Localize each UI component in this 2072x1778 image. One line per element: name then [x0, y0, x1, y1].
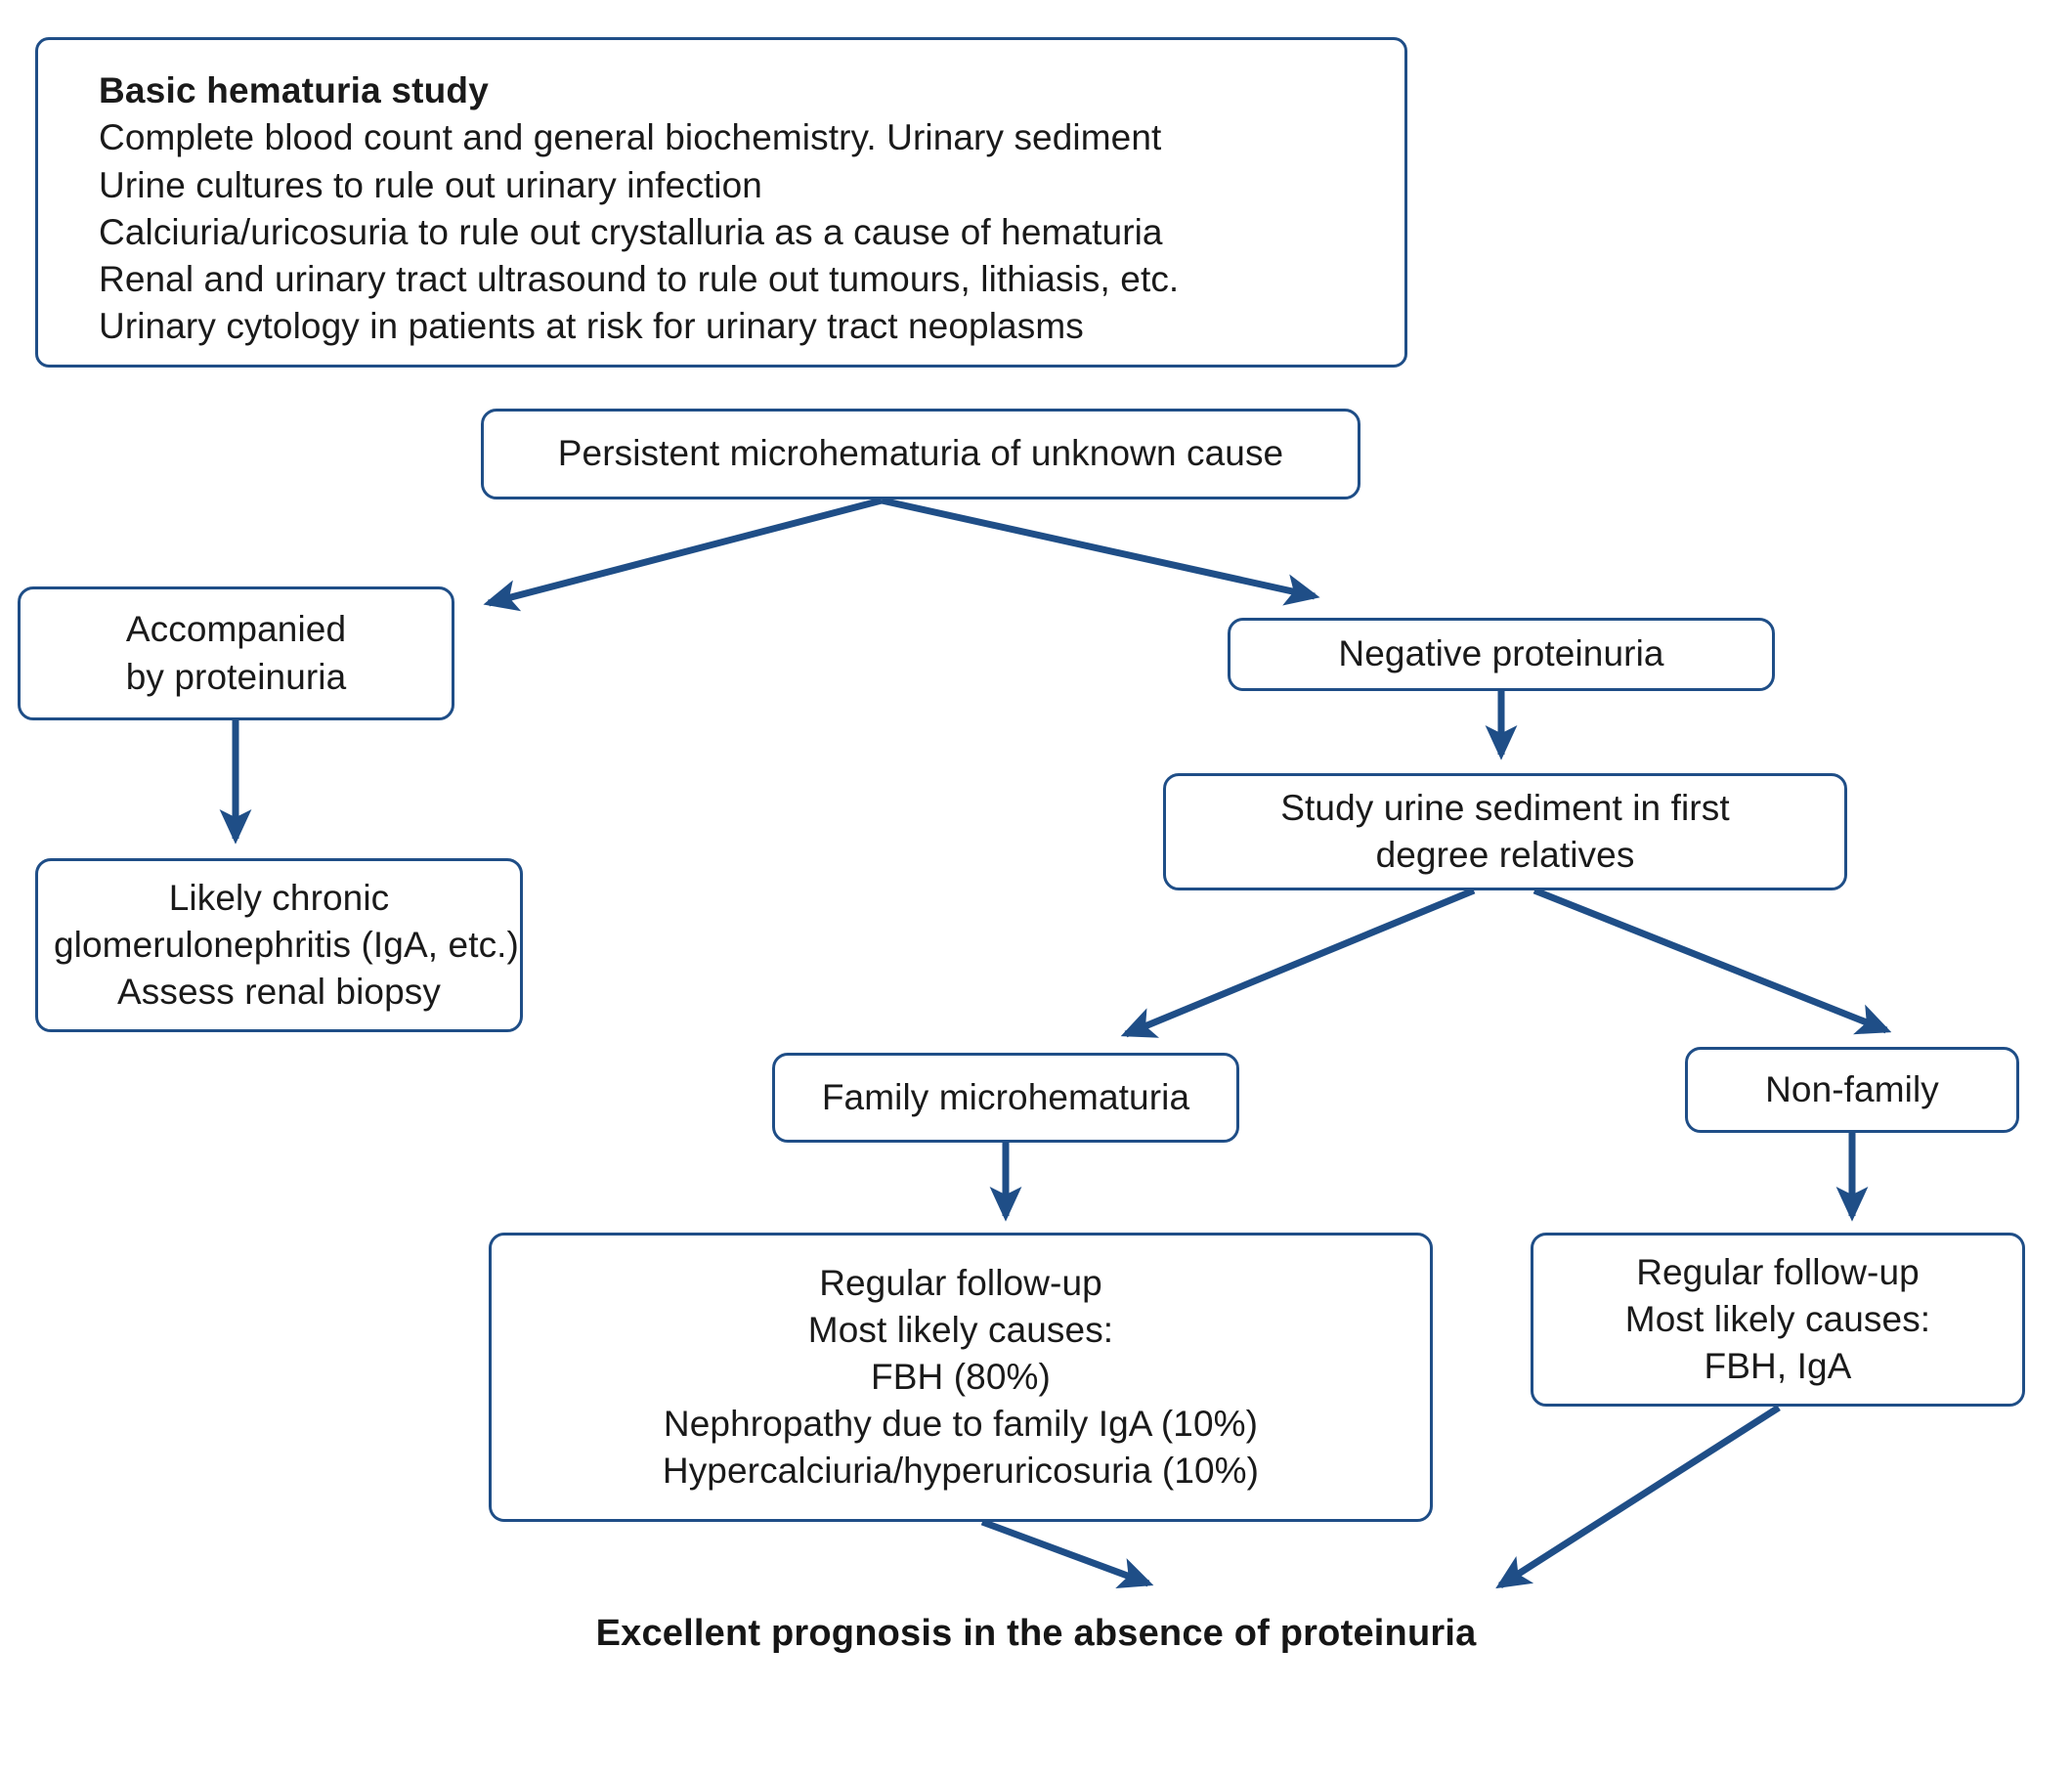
node-accompanied-line-2: by proteinuria [125, 656, 347, 697]
node-followup-left-line-4: Nephropathy due to family IgA (10%) [663, 1404, 1259, 1445]
node-regular-followup-family: Regular follow-up Most likely causes: FB… [489, 1233, 1433, 1522]
node-likely-chronic-line-1: Likely chronic [168, 877, 390, 918]
node-accompanied-line-1: Accompanied [125, 609, 347, 650]
node-study-sediment-line-2: degree relatives [1375, 835, 1635, 875]
edge-persistent-to-negative [881, 497, 1320, 606]
basic-hematuria-study-panel: Basic hematuria study Complete blood cou… [35, 37, 1407, 368]
node-negative-proteinuria: Negative proteinuria [1228, 618, 1775, 691]
node-followup-right-line-3: FBH, IgA [1704, 1346, 1852, 1387]
edge-followup-left-to-prognosis [980, 1518, 1154, 1588]
node-followup-right-line-1: Regular follow-up [1636, 1251, 1920, 1292]
study-panel-line-2: Urine cultures to rule out urinary infec… [99, 164, 762, 205]
node-persistent-microhematuria: Persistent microhematuria of unknown cau… [481, 409, 1360, 499]
node-followup-left-line-5: Hypercalciuria/hyperuricosuria (10%) [662, 1451, 1260, 1492]
edge-study-sediment-to-nonfamily [1532, 887, 1892, 1035]
node-persistent-line-1: Persistent microhematuria of unknown cau… [557, 433, 1284, 474]
edge-persistent-to-accompanied [483, 497, 883, 612]
study-panel-line-4: Renal and urinary tract ultrasound to ru… [99, 259, 1180, 300]
node-followup-left-line-2: Most likely causes: [807, 1309, 1114, 1350]
node-regular-followup-nonfamily: Regular follow-up Most likely causes: FB… [1531, 1233, 2025, 1407]
study-panel-title: Basic hematuria study [99, 70, 490, 110]
node-study-sediment-line-1: Study urine sediment in first [1280, 787, 1730, 828]
node-followup-right-line-2: Most likely causes: [1624, 1298, 1931, 1339]
node-study-urine-sediment: Study urine sediment in first degree rel… [1163, 773, 1847, 890]
node-likely-chronic-line-3: Assess renal biopsy [117, 972, 441, 1013]
node-non-family: Non-family [1685, 1047, 2019, 1133]
node-accompanied-by-proteinuria: Accompanied by proteinuria [18, 586, 454, 720]
node-likely-chronic-glomerulonephritis: Likely chronic glomerulonephritis (IgA, … [35, 858, 523, 1032]
study-panel-line-3: Calciuria/uricosuria to rule out crystal… [99, 211, 1163, 252]
prognosis-statement: Excellent prognosis in the absence of pr… [595, 1613, 1477, 1654]
node-family-line-1: Family microhematuria [821, 1076, 1190, 1117]
edge-study-sediment-to-family [1120, 887, 1476, 1038]
node-followup-left-line-1: Regular follow-up [819, 1262, 1102, 1303]
node-followup-left-line-3: FBH (80%) [871, 1356, 1051, 1397]
study-panel-line-1: Complete blood count and general biochem… [99, 117, 1162, 158]
node-family-microhematuria: Family microhematuria [772, 1053, 1239, 1143]
edge-followup-right-to-prognosis [1495, 1405, 1781, 1589]
study-panel-line-5: Urinary cytology in patients at risk for… [99, 306, 1084, 347]
node-negative-line-1: Negative proteinuria [1338, 633, 1664, 674]
node-likely-chronic-line-2: glomerulonephritis (IgA, etc.) [54, 924, 519, 965]
node-nonfamily-line-1: Non-family [1765, 1068, 1939, 1109]
